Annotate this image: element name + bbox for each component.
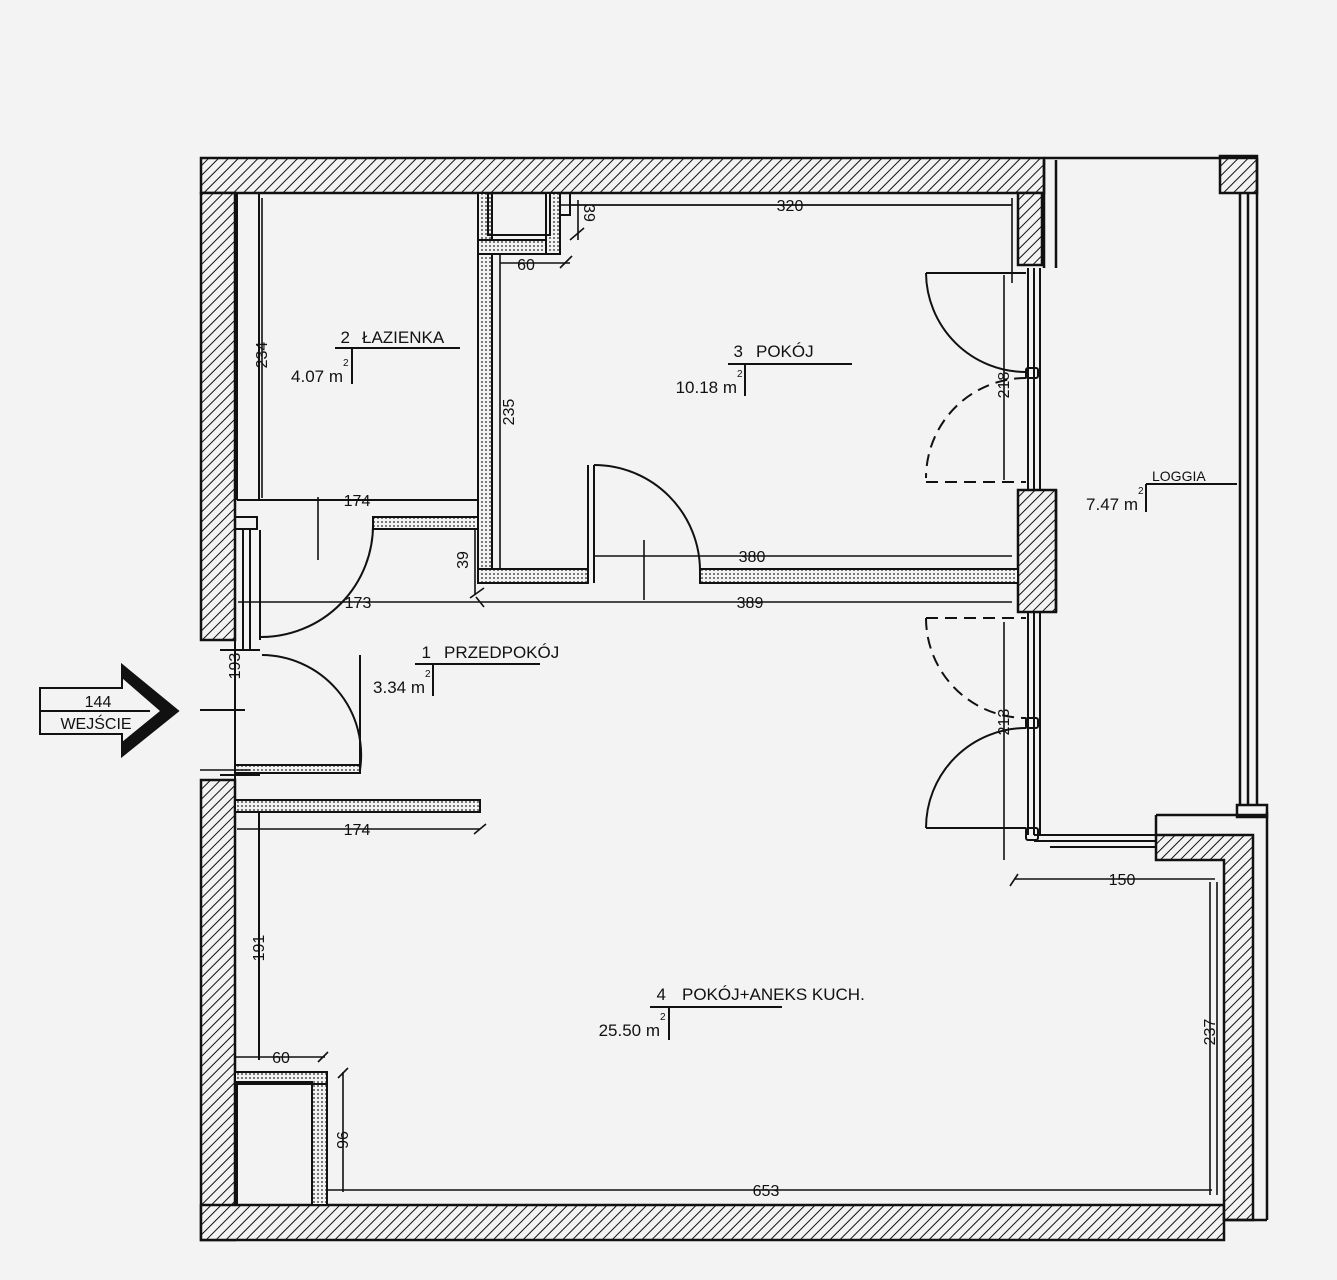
room-labels: 2 ŁAZIENKA 4.07 m 2 3 POKÓJ 10.18 m 2 1 …	[291, 328, 1206, 1040]
outer-walls	[199, 154, 1259, 1242]
room-living-number: 4	[657, 985, 666, 1004]
dim-193: 193	[227, 653, 244, 680]
entrance-labels: 144 WEJŚCIE	[60, 694, 131, 733]
area-exponent: 2	[737, 369, 743, 380]
dim-234: 234	[254, 342, 271, 369]
room-living-name: POKÓJ+ANEKS KUCH.	[682, 985, 865, 1004]
cabinet	[236, 1081, 313, 1206]
area-exponent: 2	[1138, 486, 1144, 497]
room-hall-number: 1	[422, 643, 431, 662]
interior-walls	[234, 192, 1019, 1206]
room-hall-area: 3.34 m	[373, 678, 425, 697]
area-exponent: 2	[343, 358, 349, 369]
dim-237: 237	[1202, 1019, 1219, 1046]
area-exponent: 2	[425, 669, 431, 680]
area-exponent: 2	[660, 1012, 666, 1023]
label-lines	[335, 347, 1237, 1040]
dimension-lines	[200, 198, 1218, 1195]
dim-213: 213	[996, 709, 1013, 736]
room-bathroom-area: 4.07 m	[291, 367, 343, 386]
dim-39-mid: 39	[455, 551, 472, 569]
dim-320: 320	[777, 198, 804, 215]
dim-389: 389	[737, 595, 764, 612]
room-living-area: 25.50 m	[599, 1021, 660, 1040]
room-bedroom-name: POKÓJ	[756, 342, 814, 361]
entrance-width: 144	[85, 694, 112, 711]
window-frames	[1025, 268, 1156, 848]
dim-173: 173	[345, 595, 372, 612]
dim-380: 380	[739, 549, 766, 566]
dim-96: 96	[335, 1131, 352, 1149]
ventilation-shaft	[487, 192, 571, 236]
entrance-arrow	[39, 662, 180, 759]
dim-150: 150	[1109, 872, 1136, 889]
dim-235: 235	[501, 399, 518, 426]
doors	[260, 272, 1027, 829]
room-loggia-area: 7.47 m	[1086, 495, 1138, 514]
loggia-frame	[1042, 156, 1269, 1222]
room-loggia-name: LOGGIA	[1152, 468, 1206, 484]
room-hall-name: PRZEDPOKÓJ	[444, 643, 559, 662]
room-bedroom-area: 10.18 m	[676, 378, 737, 397]
room-bathroom-number: 2	[341, 328, 350, 347]
entrance-label: WEJŚCIE	[60, 714, 131, 733]
dim-174-top: 174	[344, 493, 371, 510]
dim-174-bottom: 174	[344, 822, 371, 839]
room-bedroom-number: 3	[734, 342, 743, 361]
dim-60-bottom: 60	[272, 1050, 290, 1067]
entrance-frame	[200, 193, 478, 1060]
room-bathroom-name: ŁAZIENKA	[362, 328, 445, 347]
dim-191: 191	[251, 935, 268, 962]
dimension-labels: 320 39 60 234 235 174 39 173 389 380 218…	[227, 198, 1219, 1200]
dim-60-top: 60	[517, 257, 535, 274]
dim-218: 218	[996, 372, 1013, 399]
dim-39-top: 39	[580, 204, 597, 222]
dim-653: 653	[753, 1183, 780, 1200]
